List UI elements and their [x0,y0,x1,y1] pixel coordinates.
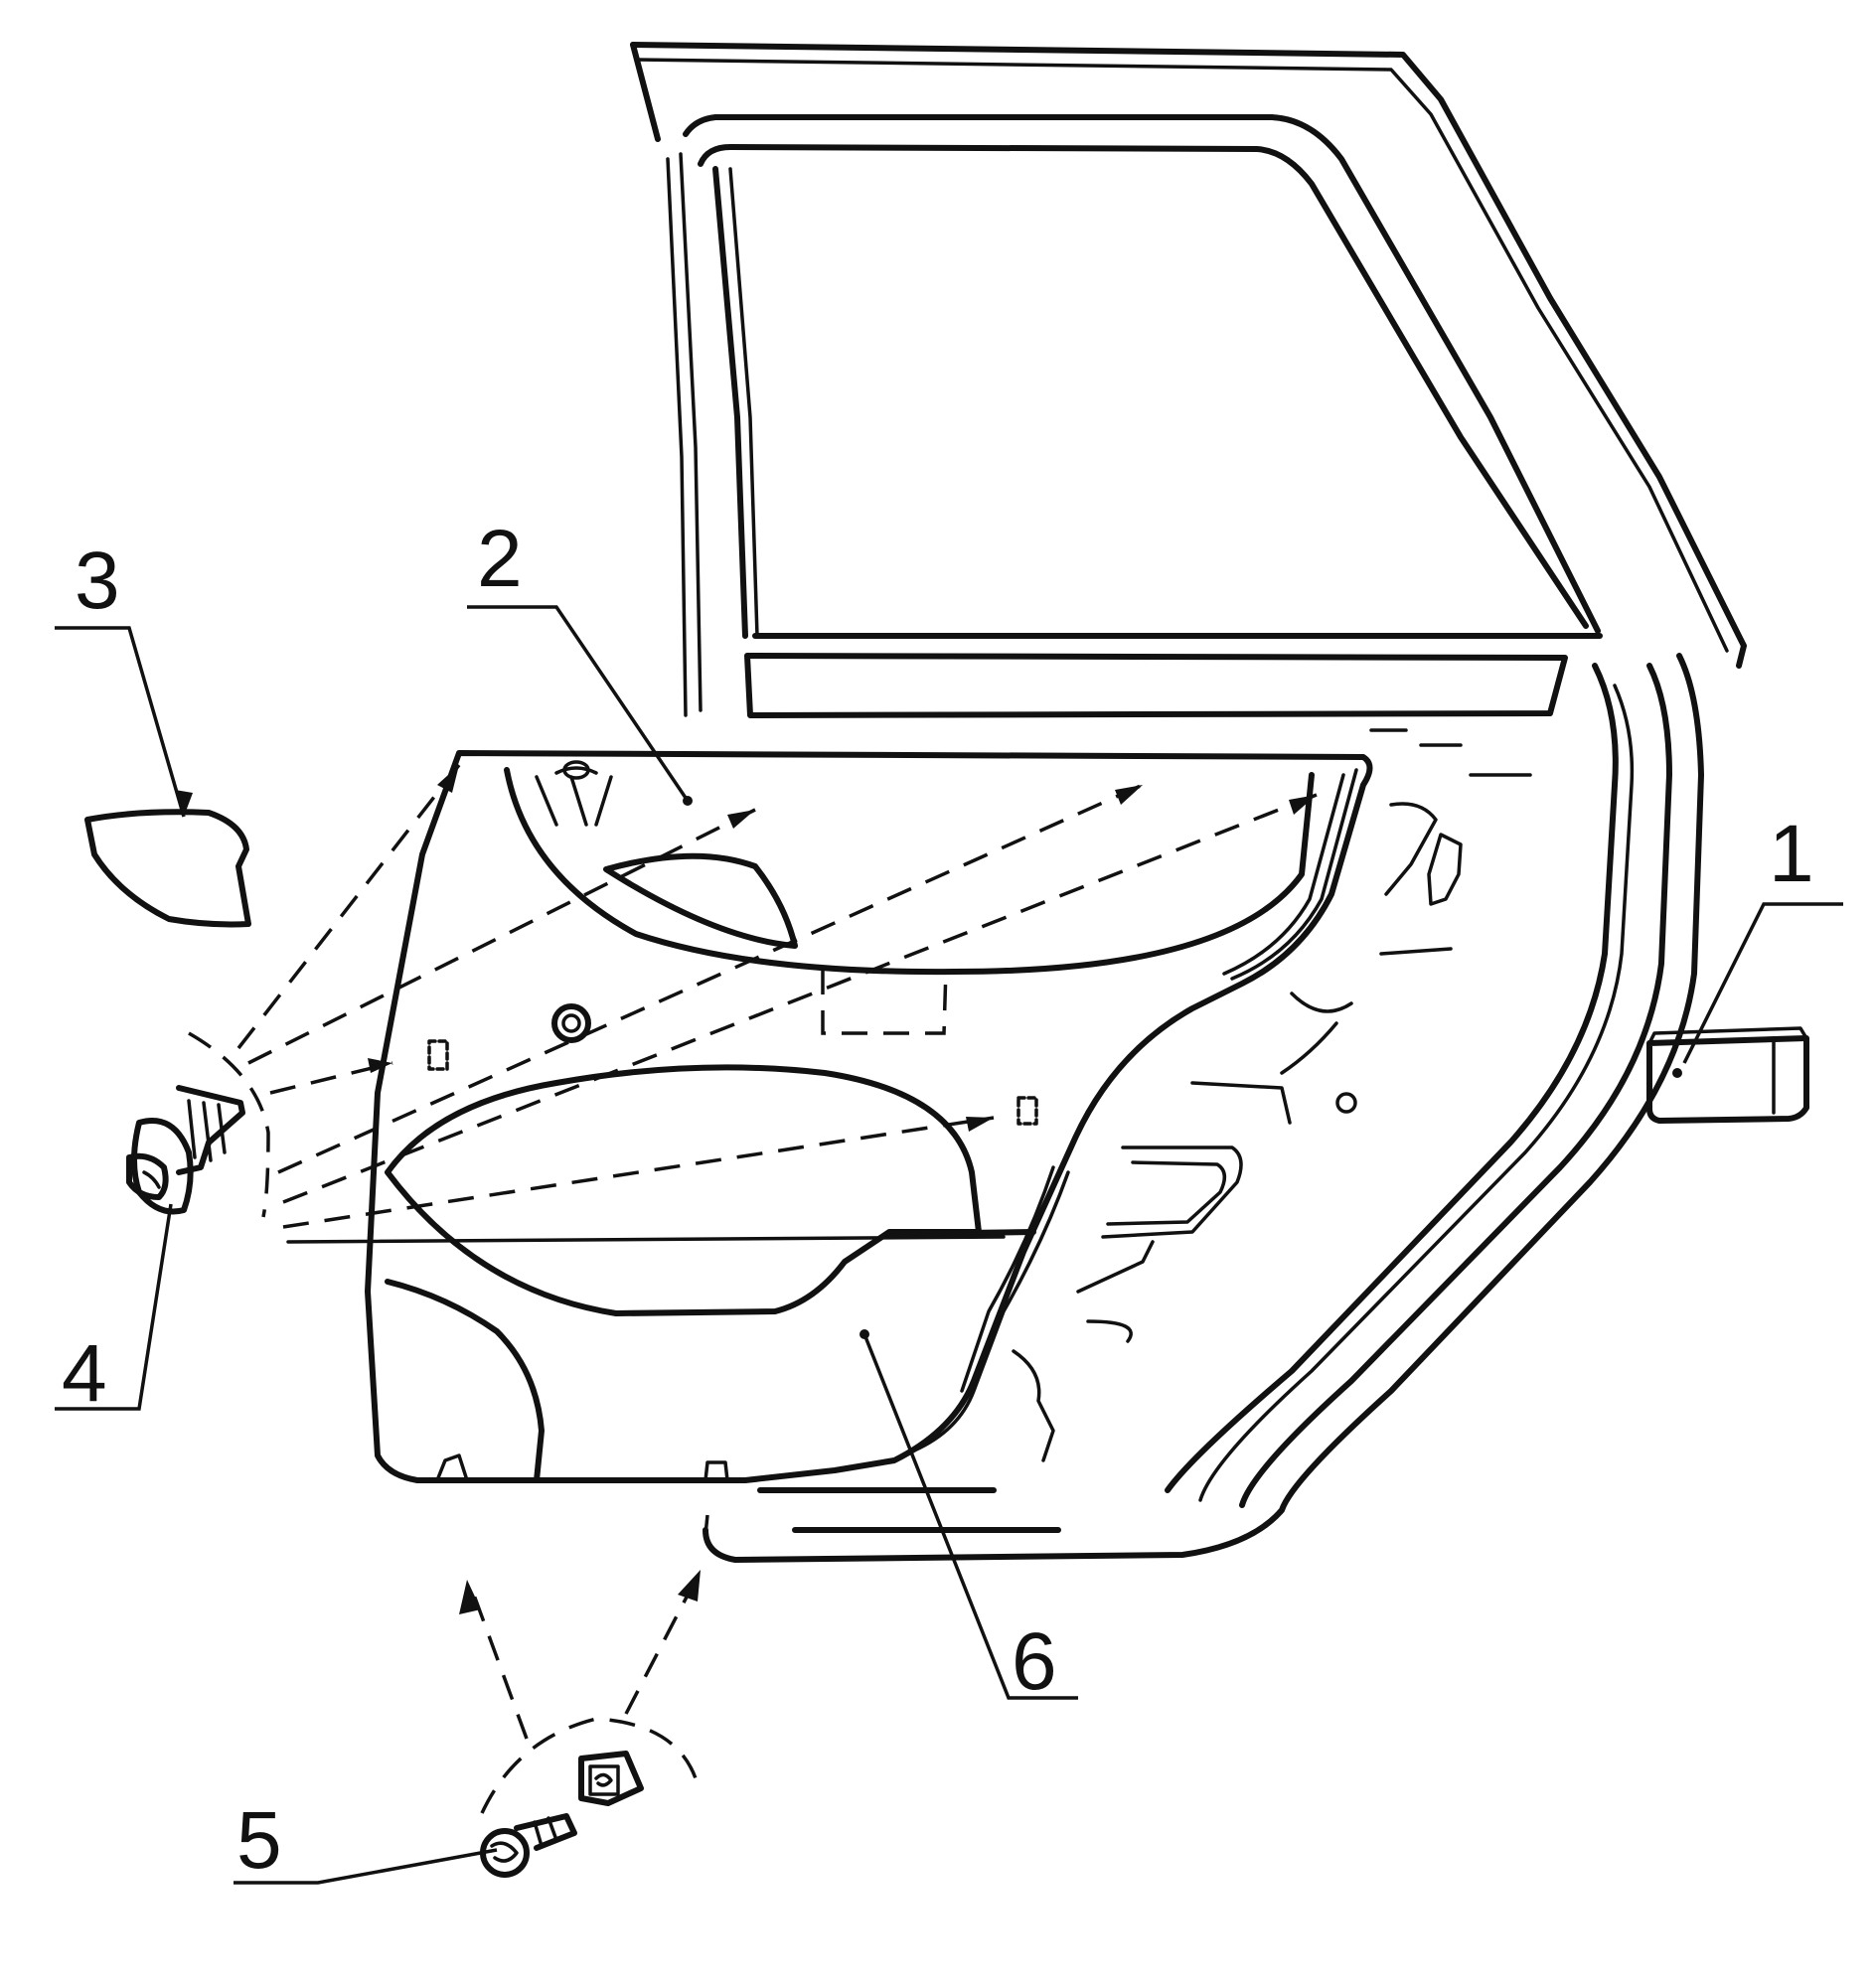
door-frame [630,42,1747,1563]
armrest-cover [84,809,251,928]
trim-retaining-clip [126,763,1318,1244]
callout-3: 3 [75,535,120,626]
callout-1: 1 [1769,809,1814,899]
callout-numbers: 1 2 3 4 5 6 [62,514,1814,1886]
callout-6: 6 [1012,1616,1057,1707]
callout-2: 2 [477,514,523,604]
callout-4: 4 [62,1328,107,1419]
screw-and-nut [459,1570,701,1878]
callout-5: 5 [236,1795,282,1886]
door-trim-panel [365,750,1373,1483]
callout-leaders [55,605,1843,1885]
door-handle-recess-cap [1646,1026,1809,1124]
